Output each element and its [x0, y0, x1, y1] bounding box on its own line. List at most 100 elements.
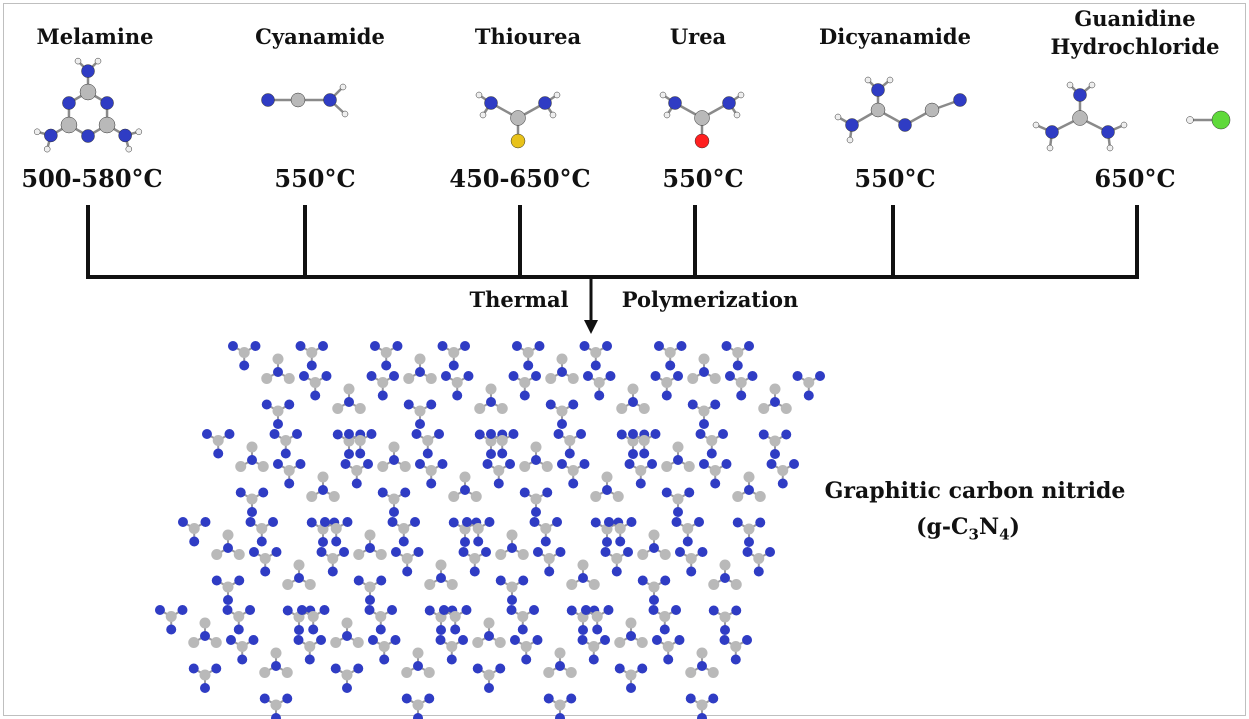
carbon-atom — [637, 549, 649, 560]
heptazine-unit-8 — [201, 429, 303, 517]
carbon-atom — [238, 347, 250, 358]
nitrogen-atom — [789, 459, 800, 469]
carbon-atom — [625, 669, 637, 681]
nitrogen-atom — [637, 575, 648, 586]
carbon-atom — [754, 491, 766, 502]
heptazine-unit-4 — [511, 341, 613, 429]
carbon-atom — [698, 405, 710, 417]
nitrogen-atom — [282, 693, 293, 704]
carbon-atom — [638, 403, 650, 414]
nitrogen-atom — [316, 635, 327, 645]
nitrogen-atom — [531, 455, 541, 465]
nitrogen-atom — [413, 547, 424, 557]
carbon-atom — [448, 347, 460, 358]
nitrogen-atom — [344, 449, 354, 459]
nitrogen-atom — [463, 371, 474, 381]
carbon-atom — [743, 471, 755, 483]
carbon-atom — [593, 377, 605, 388]
nitrogen-atom — [200, 683, 210, 693]
carbon-atom — [672, 441, 684, 453]
carbon-atom — [375, 549, 387, 560]
nitrogen-atom — [538, 96, 552, 110]
carbon-atom — [614, 637, 626, 648]
heptazine-unit-29 — [509, 635, 611, 719]
temperature-thiourea: 450-650°C — [449, 164, 591, 193]
carbon-atom — [483, 669, 495, 681]
heptazine-unit-3 — [440, 371, 542, 459]
carbon-atom — [352, 637, 364, 648]
carbon-atom — [566, 579, 578, 590]
heptazine-unit-26 — [296, 605, 398, 693]
hydrogen-atom — [886, 76, 894, 84]
nitrogen-atom — [250, 341, 261, 351]
nitrogen-atom — [568, 399, 579, 410]
hydrogen-atom — [43, 145, 51, 153]
nitrogen-atom — [223, 543, 233, 553]
nitrogen-atom — [590, 360, 601, 371]
heptazine-unit-9 — [272, 459, 374, 547]
carbon-atom — [672, 493, 684, 505]
nitrogen-atom — [579, 459, 590, 469]
hydrogen-atom — [549, 111, 557, 119]
nitrogen-atom — [507, 595, 517, 605]
nitrogen-atom — [437, 341, 448, 351]
nitrogen-atom — [188, 663, 199, 674]
nitrogen-atom — [319, 605, 330, 615]
nitrogen-atom — [1073, 88, 1087, 102]
nitrogen-atom — [564, 448, 575, 459]
nitrogen-atom — [294, 573, 304, 583]
nitrogen-atom — [758, 429, 769, 440]
heptazine-unit-15 — [698, 459, 800, 547]
carbon-atom — [233, 549, 245, 560]
nitrogen-atom — [469, 566, 480, 577]
carbon-atom — [327, 553, 339, 564]
carbon-atom — [719, 559, 731, 571]
nitrogen-atom — [481, 547, 492, 557]
dicyanamide-molecule — [834, 76, 967, 144]
nitrogen-atom — [626, 683, 636, 693]
nitrogen-atom — [744, 341, 755, 351]
nitrogen-atom — [273, 419, 283, 429]
nitrogen-atom — [650, 371, 661, 381]
nitrogen-atom — [458, 635, 469, 645]
product-formula: (g-C3N4) — [916, 514, 1020, 544]
nitrogen-atom — [387, 517, 398, 527]
nitrogen-atom — [414, 459, 425, 469]
heptazine-unit-5 — [582, 371, 684, 459]
nitrogen-atom — [389, 371, 400, 381]
arrow-head — [584, 320, 598, 334]
carbon-atom — [519, 461, 531, 472]
nitrogen-atom — [485, 429, 496, 439]
nitrogen-atom — [803, 390, 814, 401]
nitrogen-atom — [398, 536, 409, 547]
carbon-atom — [661, 377, 673, 388]
heptazine-unit-28 — [438, 605, 540, 693]
process-label-polymerization: Polymerization — [621, 287, 799, 312]
carbon-atom — [685, 553, 697, 564]
carbon-atom — [222, 529, 234, 541]
carbon-atom — [332, 403, 344, 414]
carbon-atom — [283, 373, 295, 384]
nitrogen-atom — [422, 448, 433, 459]
nitrogen-atom — [556, 459, 567, 469]
carbon-atom — [309, 377, 321, 388]
nitrogen-atom — [542, 487, 553, 498]
nitrogen-atom — [177, 605, 188, 615]
hydrogen-atom — [864, 76, 872, 84]
carbon-atom — [496, 435, 508, 446]
nitrogen-atom — [233, 624, 244, 635]
carbon-atom — [494, 637, 506, 648]
nitrogen-atom — [268, 517, 279, 527]
heptazine-unit-16 — [177, 517, 279, 605]
nitrogen-atom — [845, 118, 859, 132]
nitrogen-atom — [699, 419, 709, 429]
nitrogen-atom — [777, 478, 788, 489]
nitrogen-atom — [557, 419, 567, 429]
nitrogen-atom — [436, 573, 446, 583]
heptazine-unit-10 — [343, 429, 445, 517]
carbon-atom — [378, 641, 390, 652]
nitrogen-atom — [665, 360, 676, 371]
nitrogen-atom — [446, 654, 457, 665]
carbon-atom — [520, 641, 532, 652]
